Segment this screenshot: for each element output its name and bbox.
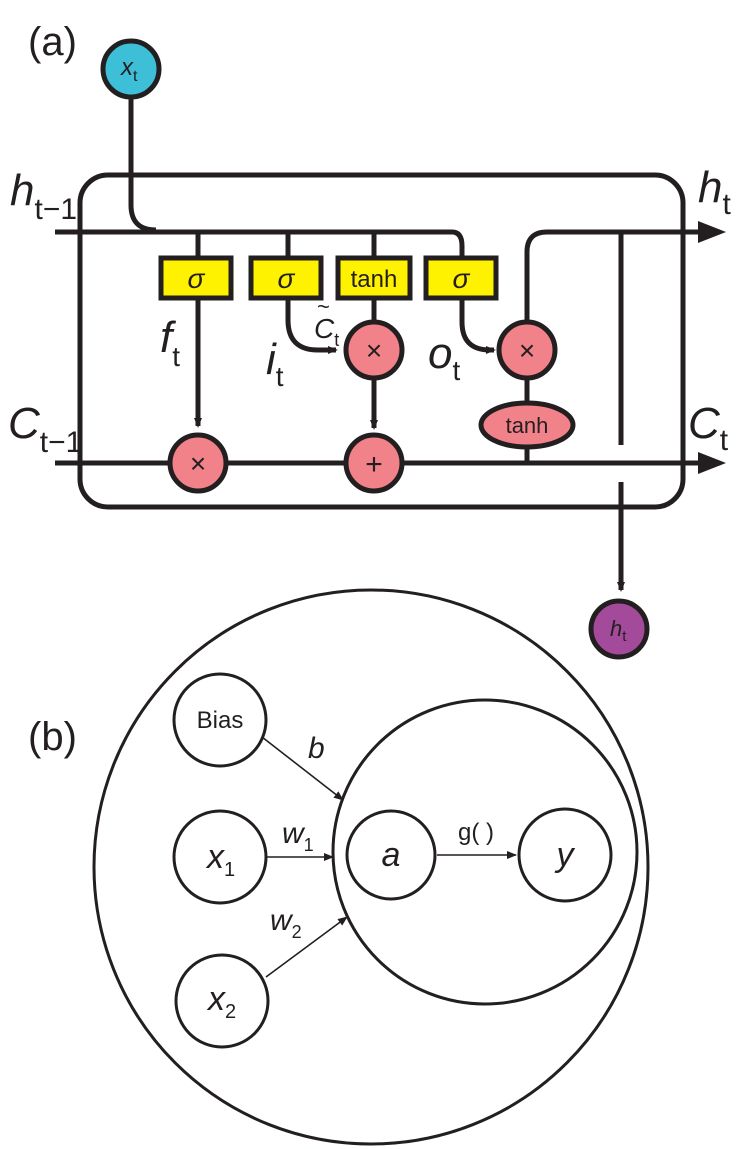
forget-multiply-symbol: × bbox=[190, 448, 206, 479]
h-prev-line bbox=[55, 229, 465, 262]
input-x-label: xt bbox=[120, 54, 138, 85]
panel-a-label: (a) bbox=[28, 20, 77, 64]
c-prev-label: Ct−1 bbox=[8, 399, 82, 459]
tanh-label: tanh bbox=[506, 413, 549, 438]
cell-state-arrowhead bbox=[698, 452, 726, 474]
tanh-node bbox=[478, 400, 576, 450]
c-next-label: Ct bbox=[688, 399, 729, 457]
h-prev-label: ht−1 bbox=[10, 166, 77, 226]
w2-label: w2 bbox=[270, 904, 302, 942]
input-gate-symbol: σ bbox=[278, 263, 296, 294]
h-next-label: ht bbox=[698, 163, 731, 221]
bias-arrow bbox=[261, 736, 344, 801]
w1-label: w1 bbox=[282, 817, 314, 855]
a-label: a bbox=[382, 836, 401, 874]
lstm-cell-box bbox=[77, 172, 686, 510]
h-next-arrowhead bbox=[698, 221, 726, 243]
forget-multiply-node bbox=[167, 432, 229, 494]
y-label: y bbox=[555, 836, 576, 874]
forget-gate-symbol: σ bbox=[188, 263, 206, 294]
output-arrow bbox=[459, 298, 496, 354]
x1-node bbox=[172, 809, 268, 905]
output-h-label: ht bbox=[610, 616, 627, 645]
input-x-line bbox=[128, 97, 157, 233]
x2-arrow bbox=[265, 916, 348, 978]
g-label: g( ) bbox=[458, 819, 494, 846]
h-next-line bbox=[524, 229, 720, 322]
inner-neuron-circle bbox=[331, 698, 639, 1006]
y-node bbox=[517, 807, 613, 903]
output-gate-symbol: σ bbox=[453, 263, 471, 294]
input-arrow bbox=[285, 298, 338, 354]
x2-node bbox=[174, 953, 270, 1049]
add-symbol: + bbox=[365, 448, 383, 481]
x2-label: x2 bbox=[206, 980, 236, 1023]
output-multiply-symbol: × bbox=[519, 335, 535, 366]
input-gate bbox=[248, 255, 324, 301]
forget-gate bbox=[158, 255, 234, 301]
c-tilde-accent: ~ bbox=[317, 294, 330, 319]
o-label: ot bbox=[428, 329, 460, 386]
input-multiply-node bbox=[343, 319, 405, 381]
output-gate bbox=[423, 255, 499, 301]
add-node bbox=[343, 432, 405, 494]
i-label: it bbox=[266, 335, 284, 392]
output-h-node bbox=[588, 598, 650, 660]
input-multiply-symbol: × bbox=[366, 335, 382, 366]
bias-label: Bias bbox=[197, 707, 244, 734]
outer-neuron-circle bbox=[92, 588, 650, 1146]
bias-node bbox=[172, 672, 268, 768]
b-label: b bbox=[308, 732, 325, 765]
f-label: ft bbox=[160, 313, 180, 372]
candidate-gate-symbol: tanh bbox=[351, 266, 398, 293]
a-node bbox=[345, 809, 437, 901]
panel-b-label: (b) bbox=[28, 715, 77, 759]
x1-label: x1 bbox=[205, 838, 235, 881]
c-tilde-label: Ct bbox=[314, 313, 339, 350]
